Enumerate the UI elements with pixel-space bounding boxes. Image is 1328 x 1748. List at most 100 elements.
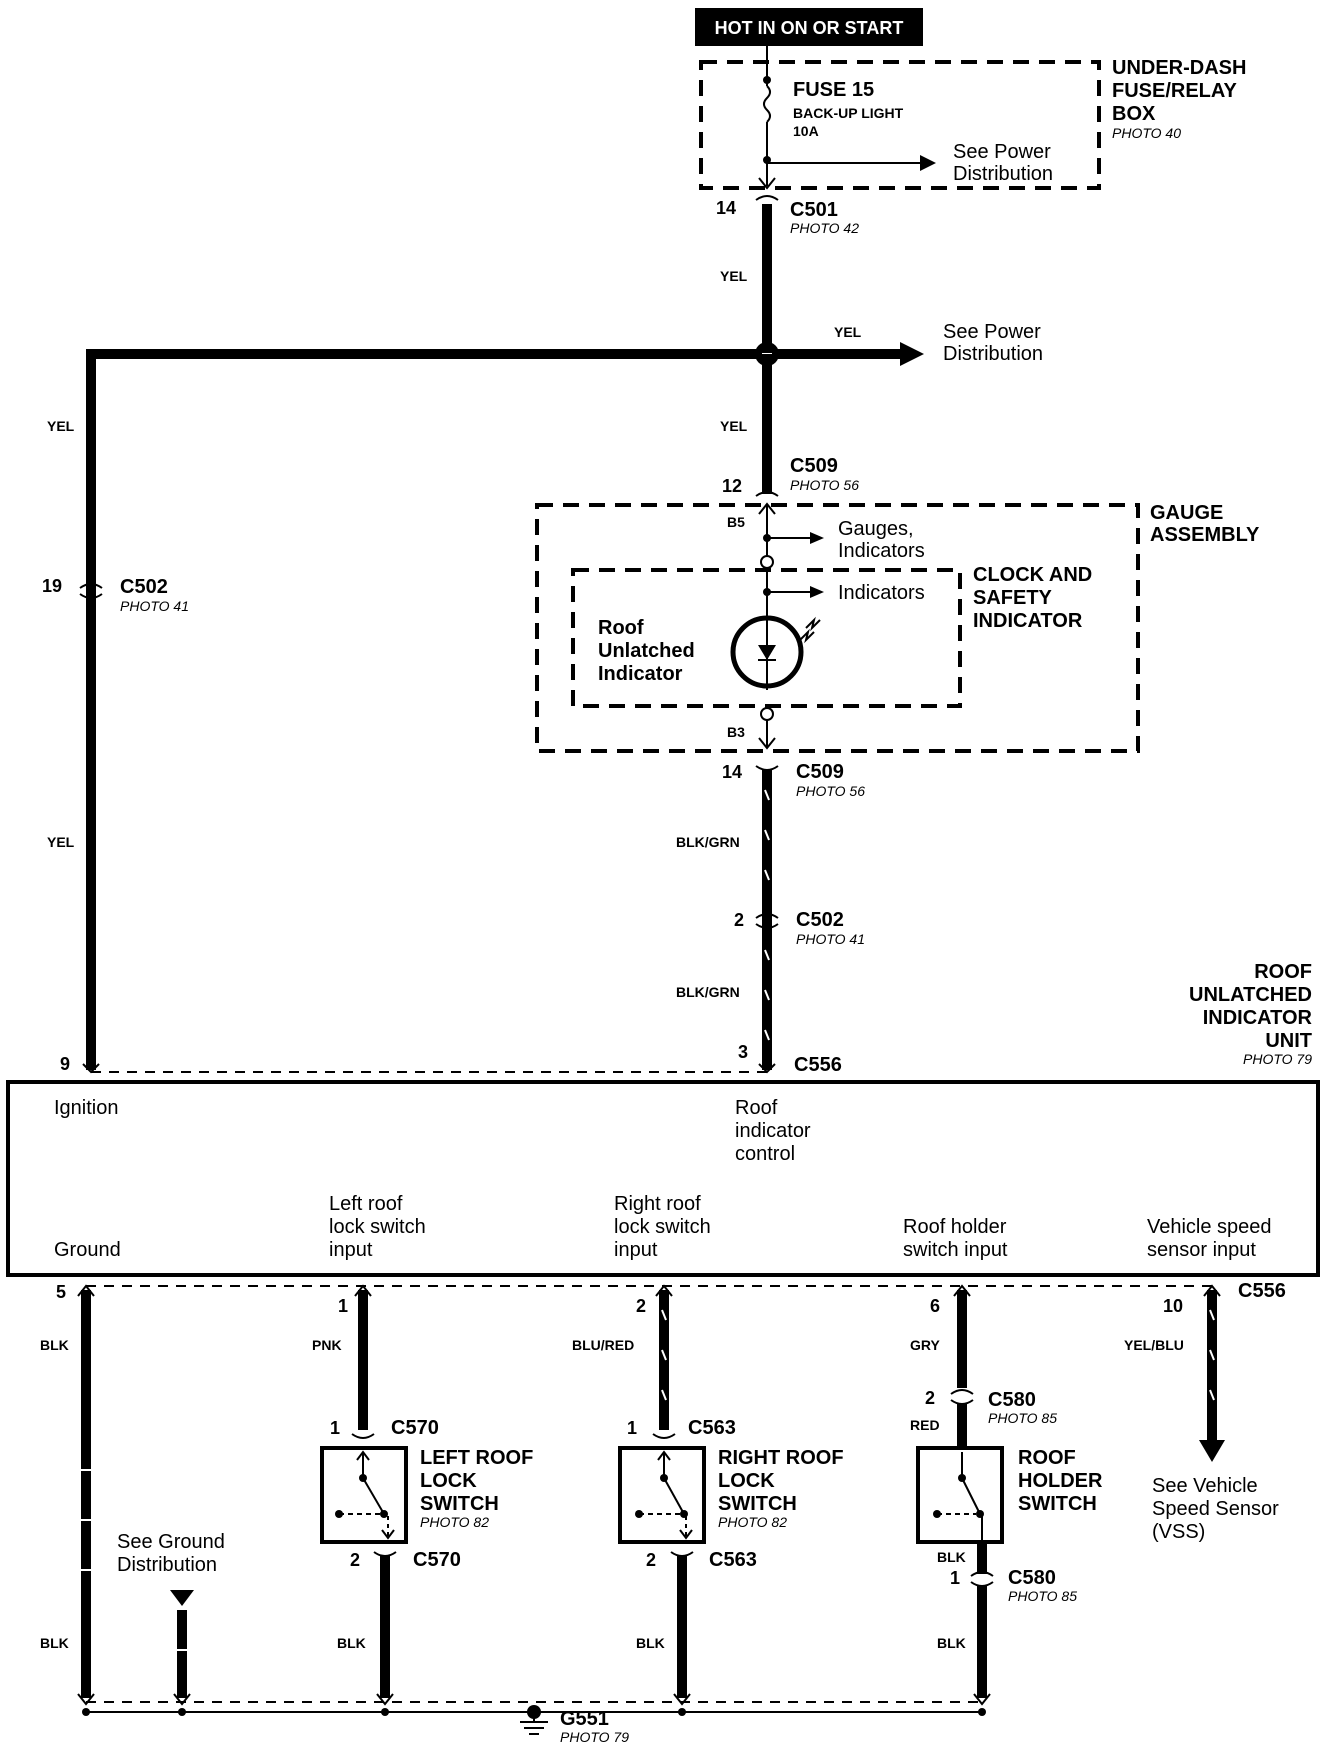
unit-ground: Ground — [54, 1239, 121, 1261]
wire-blured-label: BLU/RED — [572, 1337, 634, 1353]
vss-arrow — [1199, 1440, 1225, 1462]
unit-left-1: Left roof — [329, 1193, 403, 1215]
fuse-desc: BACK-UP LIGHT — [793, 105, 904, 121]
fuse-symbol — [763, 85, 771, 123]
c502-left-photo: PHOTO 41 — [120, 598, 189, 614]
wire-blk-label-5: BLK — [937, 1549, 966, 1565]
banner-text: HOT IN ON OR START — [715, 18, 904, 38]
left-switch-pin1: 1 — [330, 1418, 340, 1438]
wire-gry-label: GRY — [910, 1337, 940, 1353]
right-roof-lock-switch — [618, 1446, 706, 1544]
c509-bot-pin: 14 — [722, 762, 742, 782]
c502-left-name: C502 — [120, 576, 168, 598]
unit-roof-ctrl-3: control — [735, 1143, 795, 1165]
unit-title-2: UNLATCHED — [1189, 984, 1312, 1006]
c509-top-name: C509 — [790, 455, 838, 477]
wire-blkgrn-label-1: BLK/GRN — [676, 834, 740, 850]
c501-name: C501 — [790, 199, 838, 221]
c501-photo: PHOTO 42 — [790, 220, 859, 236]
wire-yel-label-3: YEL — [720, 418, 748, 434]
wire-blk-label-6: BLK — [937, 1635, 966, 1651]
gauge-assembly-outline — [535, 503, 1140, 753]
holder-switch-conn-top: C580 — [988, 1389, 1036, 1411]
unit-left-2: lock switch — [329, 1216, 426, 1238]
unit-title-1: ROOF — [1254, 961, 1312, 983]
gauge-title-1: GAUGE — [1150, 502, 1223, 524]
right-switch-conn-top: C563 — [688, 1417, 736, 1439]
wire-blk-label-4: BLK — [636, 1635, 665, 1651]
right-switch-name-3: SWITCH — [718, 1493, 797, 1515]
c509-top-photo: PHOTO 56 — [790, 477, 859, 493]
c556-top-name: C556 — [794, 1054, 842, 1076]
unit-pin-5: 5 — [56, 1282, 66, 1302]
unit-pin-6: 6 — [930, 1296, 940, 1316]
wire-yel-label-1: YEL — [720, 268, 748, 284]
ground-dist-2: Distribution — [117, 1554, 217, 1576]
holder-switch-conn-bot: C580 — [1008, 1567, 1056, 1589]
unit-ignition: Ignition — [54, 1097, 119, 1119]
unit-pin-2: 2 — [636, 1296, 646, 1316]
unit-right-3: input — [614, 1239, 658, 1261]
gauge-b3: B3 — [727, 724, 745, 740]
left-switch-pin2: 2 — [350, 1550, 360, 1570]
g551-name: G551 — [560, 1708, 609, 1730]
c501-pin: 14 — [716, 198, 736, 218]
roof-holder-switch — [916, 1446, 1004, 1544]
holder-switch-pin2: 2 — [925, 1388, 935, 1408]
clock-title-2: SAFETY — [973, 587, 1053, 609]
unit-right-1: Right roof — [614, 1193, 701, 1215]
vss-line-2: Speed Sensor — [1152, 1498, 1279, 1520]
c509-bot-name: C509 — [796, 761, 844, 783]
wire-yel-horizontal — [86, 349, 900, 1070]
wire-yel-label-2: YEL — [834, 324, 862, 340]
right-switch-name-1: RIGHT ROOF — [718, 1447, 844, 1469]
unit-box — [6, 1080, 1320, 1277]
left-switch-photo: PHOTO 82 — [420, 1514, 489, 1530]
gauge-title-2: ASSEMBLY — [1150, 524, 1260, 546]
fuse-amps: 10A — [793, 123, 819, 139]
holder-switch-photo-bot: PHOTO 85 — [1008, 1588, 1077, 1604]
unit-roof-ctrl-2: indicator — [735, 1120, 811, 1142]
right-switch-name-2: LOCK — [718, 1470, 775, 1492]
holder-switch-name-3: SWITCH — [1018, 1493, 1097, 1515]
left-switch-conn-bot: C570 — [413, 1549, 461, 1571]
unit-holder-2: switch input — [903, 1239, 1008, 1261]
c502-mid-photo: PHOTO 41 — [796, 931, 865, 947]
wire-blk-label-1: BLK — [40, 1337, 69, 1353]
power-dist-1: See Power — [943, 321, 1041, 343]
holder-switch-pin1: 1 — [950, 1568, 960, 1588]
unit-roof-ctrl-1: Roof — [735, 1097, 778, 1119]
wire-yel-label-left-2: YEL — [47, 834, 75, 850]
right-switch-photo: PHOTO 82 — [718, 1514, 787, 1530]
right-switch-conn-bot: C563 — [709, 1549, 757, 1571]
roof-ind-label-1: Roof — [598, 617, 644, 639]
unit-vss-2: sensor input — [1147, 1239, 1256, 1261]
clock-title-3: INDICATOR — [973, 610, 1083, 632]
wire-blkgrn-label-2: BLK/GRN — [676, 984, 740, 1000]
fusebox-title-1: UNDER-DASH — [1112, 57, 1246, 79]
wire-blk-label-2: BLK — [40, 1635, 69, 1651]
c502-mid-pin: 2 — [734, 910, 744, 930]
holder-switch-name-2: HOLDER — [1018, 1470, 1103, 1492]
wire-red-label: RED — [910, 1417, 940, 1433]
unit-pin-3: 3 — [738, 1042, 748, 1062]
banner-box — [695, 8, 923, 46]
c556-bot-name: C556 — [1238, 1280, 1286, 1302]
fusebox-title-3: BOX — [1112, 103, 1156, 125]
left-switch-name-3: SWITCH — [420, 1493, 499, 1515]
unit-title-3: INDICATOR — [1203, 1007, 1313, 1029]
unit-title-4: UNIT — [1265, 1030, 1312, 1052]
wire-yel-label-left-1: YEL — [47, 418, 75, 434]
fusebox-see-1: See Power — [953, 141, 1051, 163]
g551-photo: PHOTO 79 — [560, 1729, 629, 1745]
unit-left-3: input — [329, 1239, 373, 1261]
holder-switch-name-1: ROOF — [1018, 1447, 1076, 1469]
gauge-gauges-1: Gauges, — [838, 518, 914, 540]
gauge-b5: B5 — [727, 514, 745, 530]
left-switch-name-2: LOCK — [420, 1470, 477, 1492]
gauge-gauges-2: Indicators — [838, 540, 925, 562]
unit-holder-1: Roof holder — [903, 1216, 1007, 1238]
right-switch-pin1: 1 — [627, 1418, 637, 1438]
c502-left-pin: 19 — [42, 576, 62, 596]
